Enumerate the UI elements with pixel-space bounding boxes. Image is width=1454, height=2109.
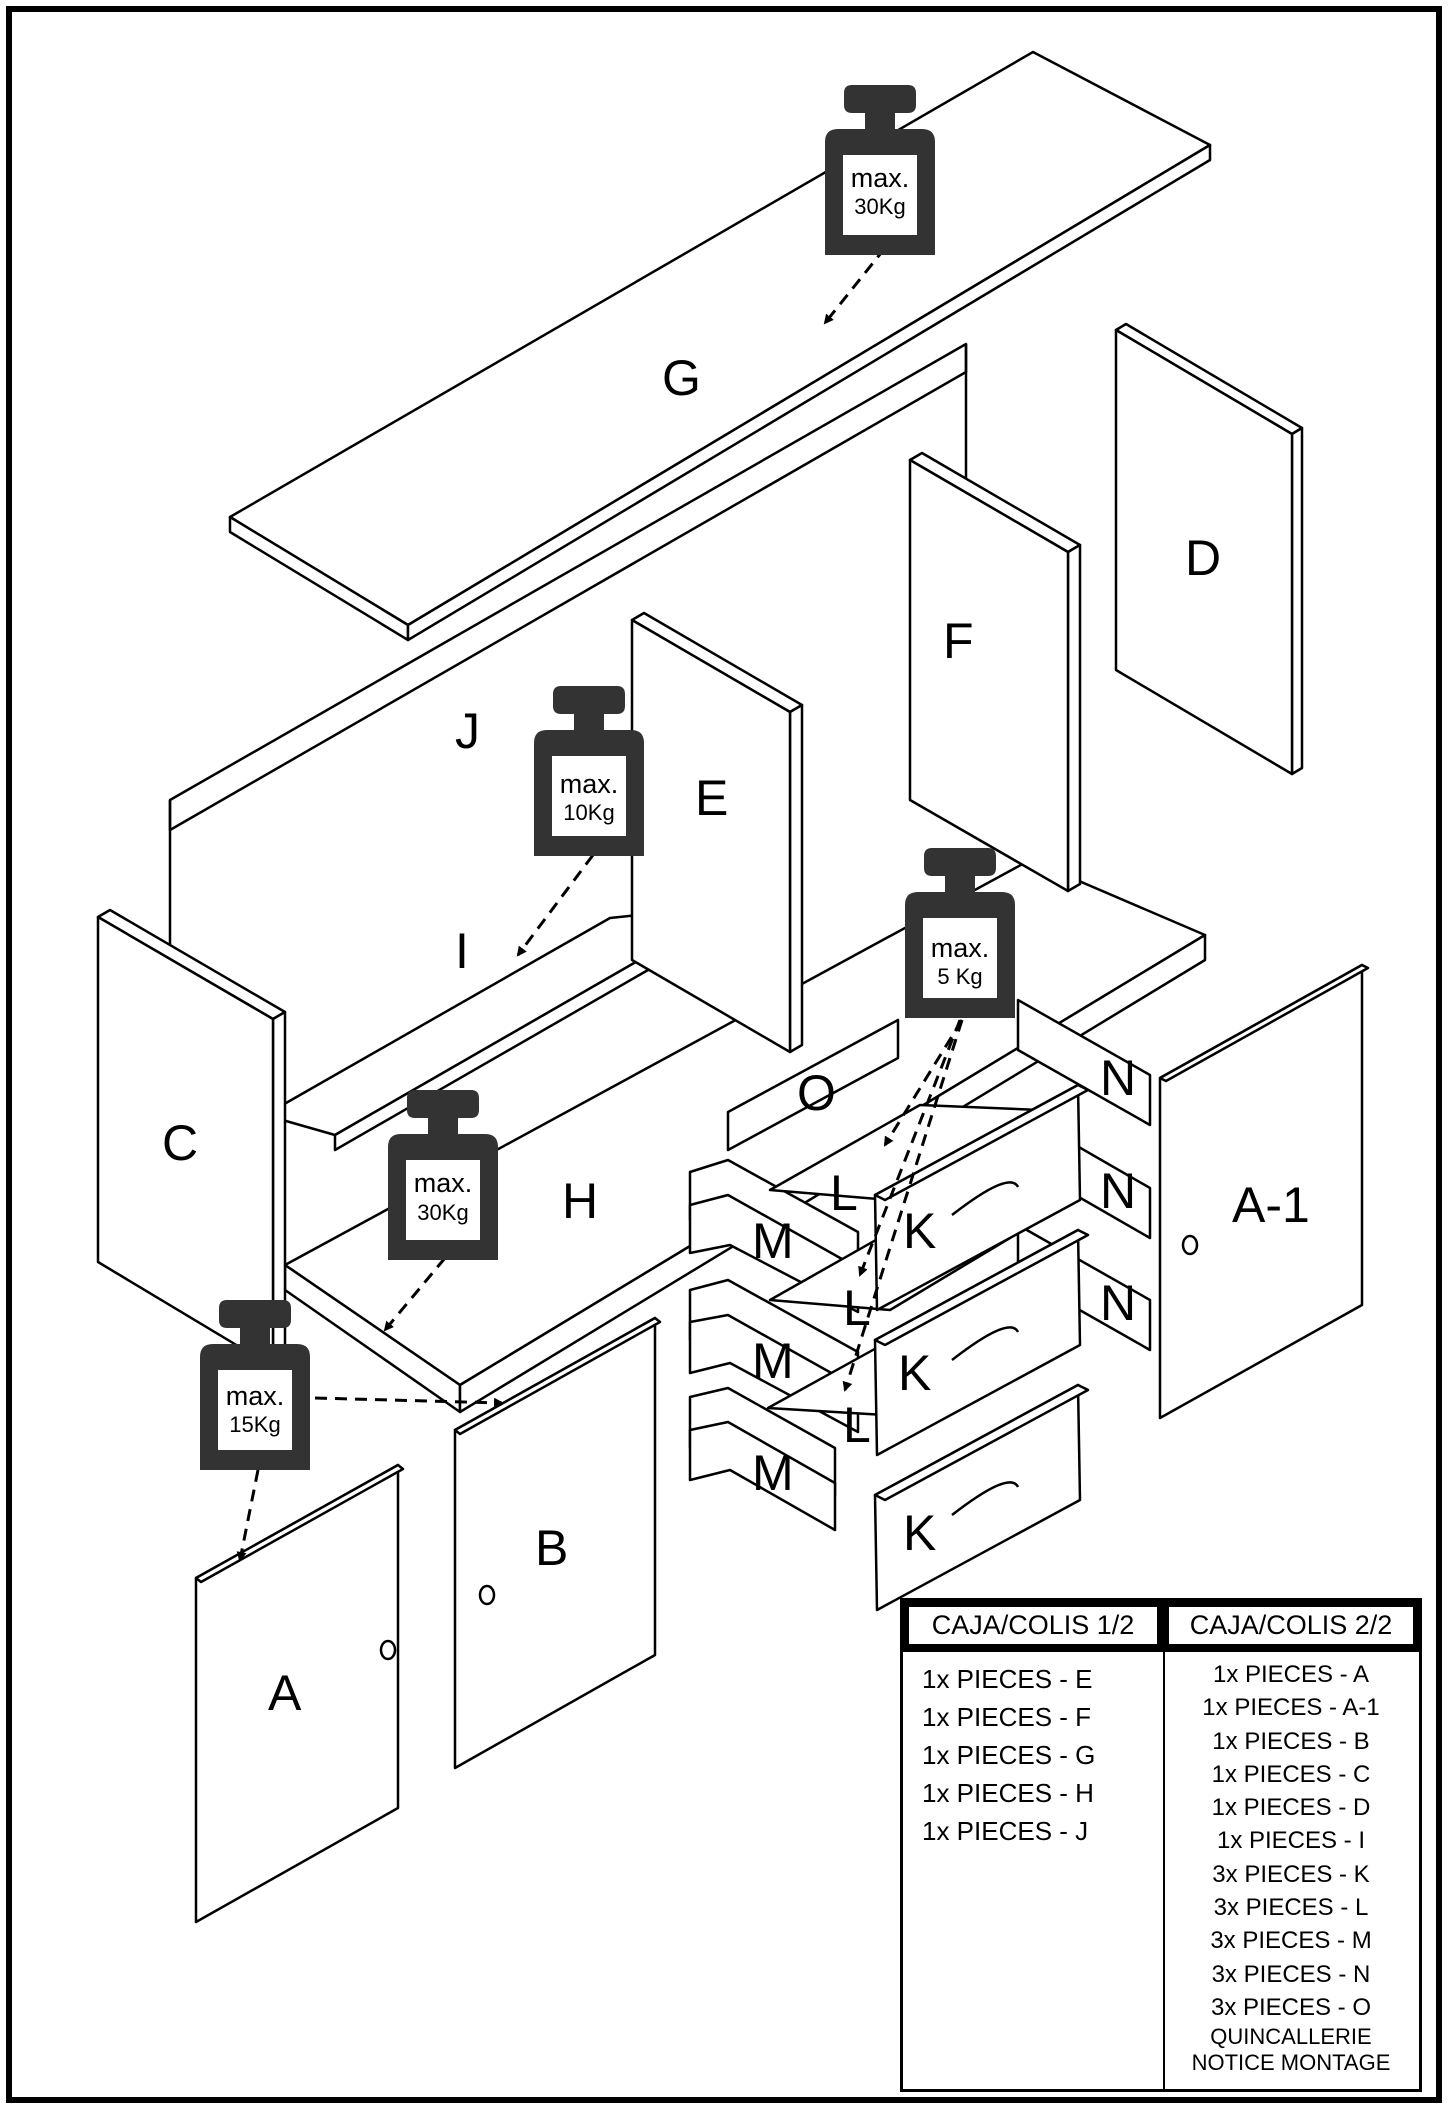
label-k3: K [903,1505,936,1561]
list-item: 1x PIECES - E [922,1664,1093,1694]
door-b [453,1316,662,1770]
drawer-front-k2 [873,1228,1090,1457]
list-item: 1x PIECES - A-1 [1202,1694,1380,1722]
list-item: 3x PIECES - N [1211,1960,1371,1988]
label-e: E [695,770,728,826]
label-j: J [455,703,480,759]
label-m1: M [752,1213,794,1269]
list-item: 1x PIECES - B [1212,1727,1370,1755]
weight-icon-h: max. 30Kg [388,1090,498,1260]
list-item: NOTICE MONTAGE [1191,2050,1391,2076]
label-b: B [535,1520,568,1576]
list-item: 1x PIECES - C [1211,1760,1371,1788]
weight-icon-drawer: max. 5 Kg [905,848,1015,1018]
list-item: 1x PIECES - D [1211,1794,1371,1822]
page-frame [6,6,1442,2103]
list-item: 3x PIECES - O [1210,1993,1372,2021]
load-arrows [236,247,964,1562]
weight-icon-doors: max. 15Kg [200,1300,310,1470]
drawer-front-k1 [873,1083,1090,1312]
box-2-header-bar: CAJA/COLIS 2/2 [1163,1601,1419,1652]
label-k2: K [898,1345,931,1401]
list-item: 1x PIECES - G [922,1740,1096,1770]
panel-g [228,50,1212,642]
weight-icon-i: max. 10Kg [534,686,644,856]
label-f: F [943,613,974,669]
box-1-header: CAJA/COLIS 1/2 [909,1607,1157,1644]
weight-h-line2: 30Kg [417,1200,468,1225]
part-labels: G D F J E I C H A-1 B A O N N N L L L M … [162,350,1310,1721]
weight-i-line1: max. [560,769,619,799]
label-m2: M [752,1333,794,1389]
label-l2: L [843,1280,871,1336]
drawer-front-k3 [873,1383,1090,1612]
weight-g-line1: max. [851,163,910,193]
label-a1: A-1 [1232,1177,1310,1233]
label-o: O [797,1065,836,1121]
list-item: 1x PIECES - F [922,1702,1092,1732]
label-k1: K [903,1203,936,1259]
list-item: QUINCALLERIE [1210,2024,1372,2050]
door-a1 [1158,963,1370,1420]
box-1-column: CAJA/COLIS 1/2 1x PIECES - E 1x PIECES -… [903,1601,1165,2089]
weight-i-line2: 10Kg [563,800,614,825]
label-l1: L [830,1165,858,1221]
panel-d [1114,322,1304,776]
list-item: 1x PIECES - J [922,1816,1089,1846]
weight-drawer-line1: max. [931,933,990,963]
list-item: 1x PIECES - I [1216,1827,1366,1855]
list-item: 1x PIECES - A [1212,1661,1370,1688]
weight-h-line1: max. [414,1168,473,1198]
weight-g-line2: 30Kg [854,194,905,219]
weight-doors-line1: max. [226,1381,285,1411]
label-n1: N [1100,1050,1136,1106]
panel-c [96,908,287,1369]
label-n2: N [1100,1163,1136,1219]
label-n3: N [1100,1275,1136,1331]
label-m3: M [752,1445,794,1501]
box-1-list: 1x PIECES - E 1x PIECES - F 1x PIECES - … [903,1652,1163,1850]
label-a: A [268,1665,302,1721]
box-2-list: 1x PIECES - A 1x PIECES - A-1 1x PIECES … [1163,1652,1419,2076]
list-item: 1x PIECES - H [922,1778,1094,1808]
box-1-header-bar: CAJA/COLIS 1/2 [903,1601,1163,1652]
list-item: 3x PIECES - K [1212,1860,1370,1888]
label-l3: L [843,1397,871,1453]
box-2-column: CAJA/COLIS 2/2 1x PIECES - A 1x PIECES -… [1163,1601,1419,2089]
label-c: C [162,1115,198,1171]
label-g: G [662,350,701,406]
label-i: I [455,923,469,979]
weight-drawer-line2: 5 Kg [937,964,982,989]
label-h: H [562,1173,598,1229]
weight-doors-line2: 15Kg [229,1412,280,1437]
weight-icon-g: max. 30Kg [825,85,935,255]
list-item: 3x PIECES - L [1213,1894,1369,1922]
box-2-header: CAJA/COLIS 2/2 [1169,1607,1413,1644]
label-d: D [1185,530,1221,586]
panel-f [908,451,1082,893]
panel-e [630,611,804,1054]
door-a [194,1463,405,1924]
list-item: 3x PIECES - M [1210,1927,1372,1955]
parts-list-table: CAJA/COLIS 1/2 1x PIECES - E 1x PIECES -… [900,1598,1422,2092]
